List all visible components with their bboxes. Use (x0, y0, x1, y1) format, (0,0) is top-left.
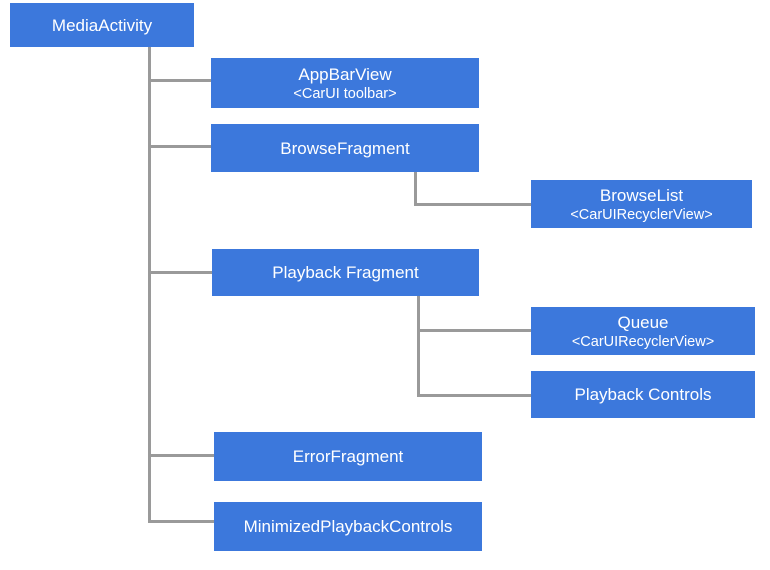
node-label: AppBarView (298, 64, 392, 84)
connector-to-browsefragment (148, 145, 211, 148)
connector-browsefragment-drop (414, 172, 417, 206)
connector-to-appbarview (148, 79, 211, 82)
node-sublabel: <CarUIRecyclerView> (570, 206, 713, 223)
connector-trunk-vertical (148, 47, 151, 523)
node-sublabel: <CarUIRecyclerView> (571, 333, 715, 350)
node-browsefragment: BrowseFragment (211, 124, 479, 172)
node-label: Playback Fragment (272, 263, 419, 282)
connector-to-browselist (414, 203, 531, 206)
node-appbarview: AppBarView <CarUI toolbar> (211, 58, 479, 108)
node-label: BrowseList (599, 185, 684, 205)
node-errorfragment: ErrorFragment (214, 432, 482, 481)
node-mediaactivity: MediaActivity (10, 3, 194, 47)
node-label: ErrorFragment (292, 447, 404, 466)
connector-to-queue (417, 329, 531, 332)
node-playback-fragment: Playback Fragment (212, 249, 479, 296)
connector-playback-drop (417, 296, 420, 397)
node-playback-controls: Playback Controls (531, 371, 755, 418)
node-label: Playback Controls (574, 385, 712, 404)
connector-to-playback-fragment (148, 271, 212, 274)
node-sublabel: <CarUI toolbar> (293, 85, 397, 102)
node-minimizedplaybackcontrols: MinimizedPlaybackControls (214, 502, 482, 551)
connector-to-errorfragment (148, 454, 214, 457)
node-label: BrowseFragment (280, 138, 410, 158)
node-label: MediaActivity (51, 15, 153, 35)
connector-to-playback-controls (417, 394, 531, 397)
node-browselist: BrowseList <CarUIRecyclerView> (531, 180, 752, 228)
node-label: Queue (617, 312, 669, 332)
node-label: MinimizedPlaybackControls (243, 517, 453, 536)
node-queue: Queue <CarUIRecyclerView> (531, 307, 755, 355)
connector-to-minimizedplaybackcontrols (148, 520, 214, 523)
